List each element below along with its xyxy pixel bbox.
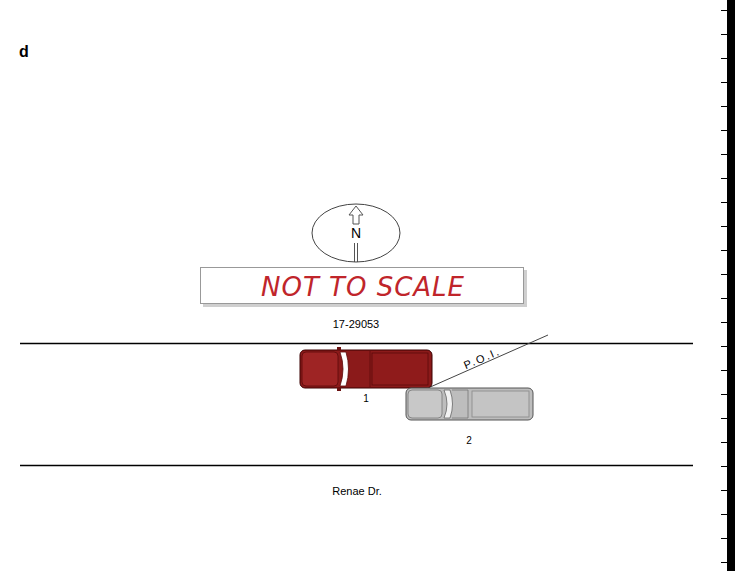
vehicle-number: 2: [466, 435, 472, 446]
north-arrow: [349, 206, 363, 262]
vehicle-1: [300, 347, 432, 391]
vehicle-2: [406, 388, 533, 420]
case-number: 17-29053: [333, 318, 380, 330]
road-edge: [20, 465, 693, 467]
poi-line: [428, 335, 548, 388]
road-edge: [20, 343, 693, 345]
scale-box-text: NOT TO SCALE: [261, 272, 465, 302]
scale-box: NOT TO SCALE: [200, 267, 527, 307]
compass-circle-text: N: [351, 225, 361, 241]
compass-circle: N: [311, 203, 401, 263]
border-ticks: [721, 11, 727, 563]
street-name: Renae Dr.: [332, 485, 382, 497]
vehicle-number: 1: [363, 393, 369, 404]
header-fragment: d: [19, 43, 29, 61]
page-border: [727, 0, 735, 571]
poi-label: P.O.I.: [462, 345, 502, 371]
